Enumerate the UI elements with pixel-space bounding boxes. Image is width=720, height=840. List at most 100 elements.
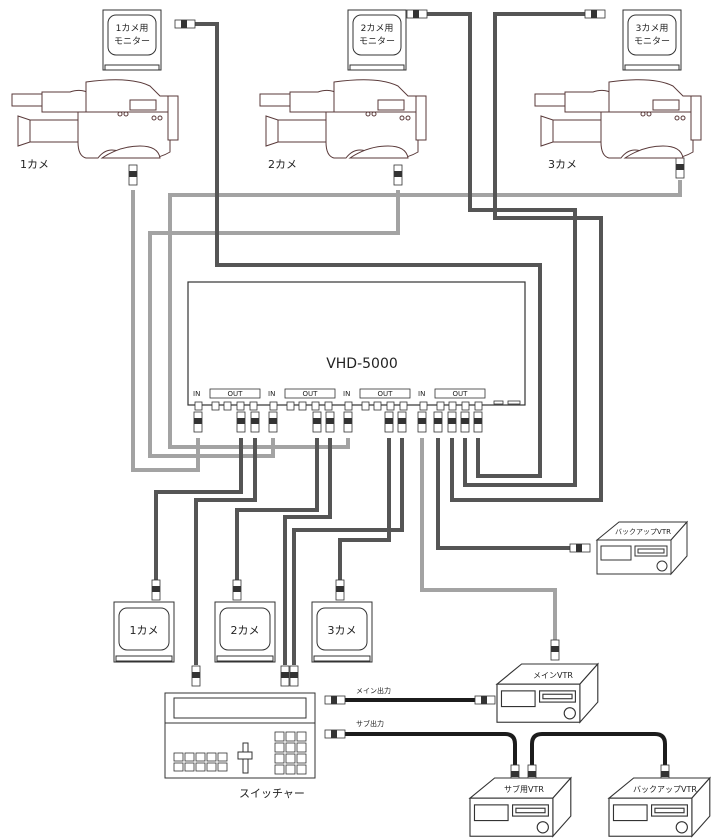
- switcher-key: [274, 742, 285, 753]
- switcher-key: [285, 731, 296, 742]
- camera-label: 1カメ: [20, 158, 49, 171]
- vtr-backup-top: バックアップVTR: [596, 521, 688, 575]
- monitor-label: 3カメ: [328, 624, 357, 637]
- cable-out4-to-backup-vtr: [436, 438, 570, 550]
- bnc-plug: [268, 411, 278, 433]
- bnc-plug: [384, 411, 394, 433]
- bnc-connectors: [128, 9, 685, 786]
- bnc-plug: [232, 579, 242, 601]
- switcher: スイッチャー: [164, 692, 316, 800]
- switcher-key: [274, 731, 285, 742]
- bnc-plug: [417, 411, 427, 433]
- vtr-label: バックアップVTR: [633, 785, 697, 794]
- out-label-box: [209, 388, 261, 399]
- in-port: [269, 401, 278, 411]
- bnc-plug: [151, 579, 161, 601]
- bnc-plug: [324, 729, 346, 739]
- bnc-plug: [397, 411, 407, 433]
- camera-2: 2カメ: [259, 79, 427, 171]
- monitor-label-line2: モニター: [114, 36, 150, 47]
- monitor-label: 1カメ: [130, 624, 159, 637]
- in-label: IN: [193, 390, 200, 398]
- vtr-label: メインVTR: [533, 671, 573, 680]
- bnc-plug: [280, 665, 290, 687]
- vtr-label: バックアップVTR: [615, 528, 671, 536]
- out-label-box: [359, 388, 411, 399]
- switcher-buttons: [173, 731, 307, 775]
- switcher-button: [173, 752, 184, 762]
- port-group-1: IN OUT: [193, 388, 261, 411]
- camera-label: 3カメ: [548, 158, 577, 171]
- distribution-cables: [154, 12, 603, 665]
- switcher-key: [296, 753, 307, 764]
- switcher-button: [217, 752, 228, 762]
- out-port: [436, 401, 445, 411]
- bnc-plug: [128, 164, 138, 186]
- monitor-label-line2: モニター: [634, 36, 670, 47]
- camera-feed-cables: [131, 180, 682, 640]
- monitor-label-line1: 3カメ用: [636, 23, 669, 34]
- cable-out2-to-switcher: [283, 438, 332, 665]
- out-port: [386, 401, 395, 411]
- switcher-button: [184, 752, 195, 762]
- switcher-button: [206, 762, 217, 772]
- out-label: OUT: [303, 390, 319, 398]
- bnc-plug: [289, 665, 299, 687]
- bnc-plug: [474, 695, 496, 705]
- device-name: VHD-5000: [326, 356, 398, 372]
- out-label-box: [434, 388, 486, 399]
- switcher-button: [195, 762, 206, 772]
- cable-out3-to-switcher: [292, 438, 404, 665]
- out-port: [361, 401, 370, 411]
- out-port: [448, 401, 457, 411]
- out-label: OUT: [228, 390, 244, 398]
- bnc-plug: [193, 411, 203, 433]
- out-port: [249, 401, 258, 411]
- vtr-sub: サブ用VTR: [469, 777, 572, 837]
- switcher-key: [274, 753, 285, 764]
- in-port: [344, 401, 353, 411]
- in-port: [419, 401, 428, 411]
- bnc-plug: [324, 695, 346, 705]
- out-port: [373, 401, 382, 411]
- out-port: [298, 401, 307, 411]
- switcher-button: [206, 752, 217, 762]
- cable-out4-to-cam2-monitor: [427, 12, 577, 487]
- switcher-label: スイッチャー: [239, 787, 305, 800]
- switcher-button: [184, 762, 195, 772]
- out-port: [461, 401, 470, 411]
- in-label: IN: [268, 390, 275, 398]
- out-port: [223, 401, 232, 411]
- bnc-plug: [393, 164, 403, 186]
- bnc-plug: [584, 9, 606, 19]
- bnc-plug: [675, 157, 685, 179]
- camera-3: 3カメ: [534, 79, 702, 171]
- cable-cam2-to-in2: [148, 190, 400, 458]
- monitor-label-line1: 2カメ用: [361, 23, 394, 34]
- cable-out4-to-cam3-monitor: [450, 12, 603, 502]
- bnc-plug: [325, 411, 335, 433]
- out-port: [311, 401, 320, 411]
- bnc-plug: [250, 411, 260, 433]
- switcher-output-cables: [345, 698, 667, 765]
- bnc-plug: [433, 411, 443, 433]
- monitor-label: 2カメ: [231, 624, 260, 637]
- cable-out4-to-cam1-monitor: [195, 22, 542, 478]
- bnc-plug: [236, 411, 246, 433]
- switcher-monitor-2: 2カメ: [214, 601, 276, 663]
- cable-out2-to-monitor2: [235, 438, 319, 580]
- camera-monitor-2: 2カメ用 モニター: [347, 9, 407, 71]
- vtr-main: メインVTR: [496, 663, 599, 723]
- camera-label: 2カメ: [268, 158, 297, 171]
- switcher-monitor-3: 3カメ: [311, 601, 373, 663]
- cable-sub-output: [345, 732, 517, 765]
- bnc-plug: [460, 411, 470, 433]
- sub-output-label: サブ出力: [356, 719, 384, 728]
- switcher-button: [217, 762, 228, 772]
- switcher-button: [173, 762, 184, 772]
